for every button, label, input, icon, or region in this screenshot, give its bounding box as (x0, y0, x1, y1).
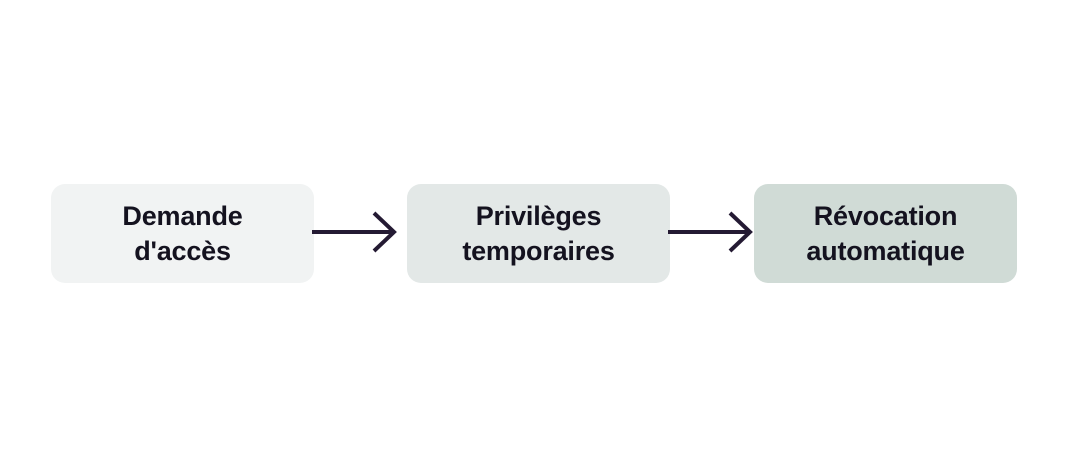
step-automatic-revocation-label: Révocation automatique (806, 200, 965, 266)
step-automatic-revocation: Révocation automatique (754, 184, 1017, 283)
step-temporary-privileges-label: Privilèges temporaires (462, 200, 615, 266)
step-access-request: Demande d'accès (51, 184, 314, 283)
arrow-right-icon (312, 211, 397, 253)
step-access-request-label: Demande d'accès (122, 200, 243, 266)
arrow-right-icon (668, 211, 753, 253)
step-temporary-privileges: Privilèges temporaires (407, 184, 670, 283)
